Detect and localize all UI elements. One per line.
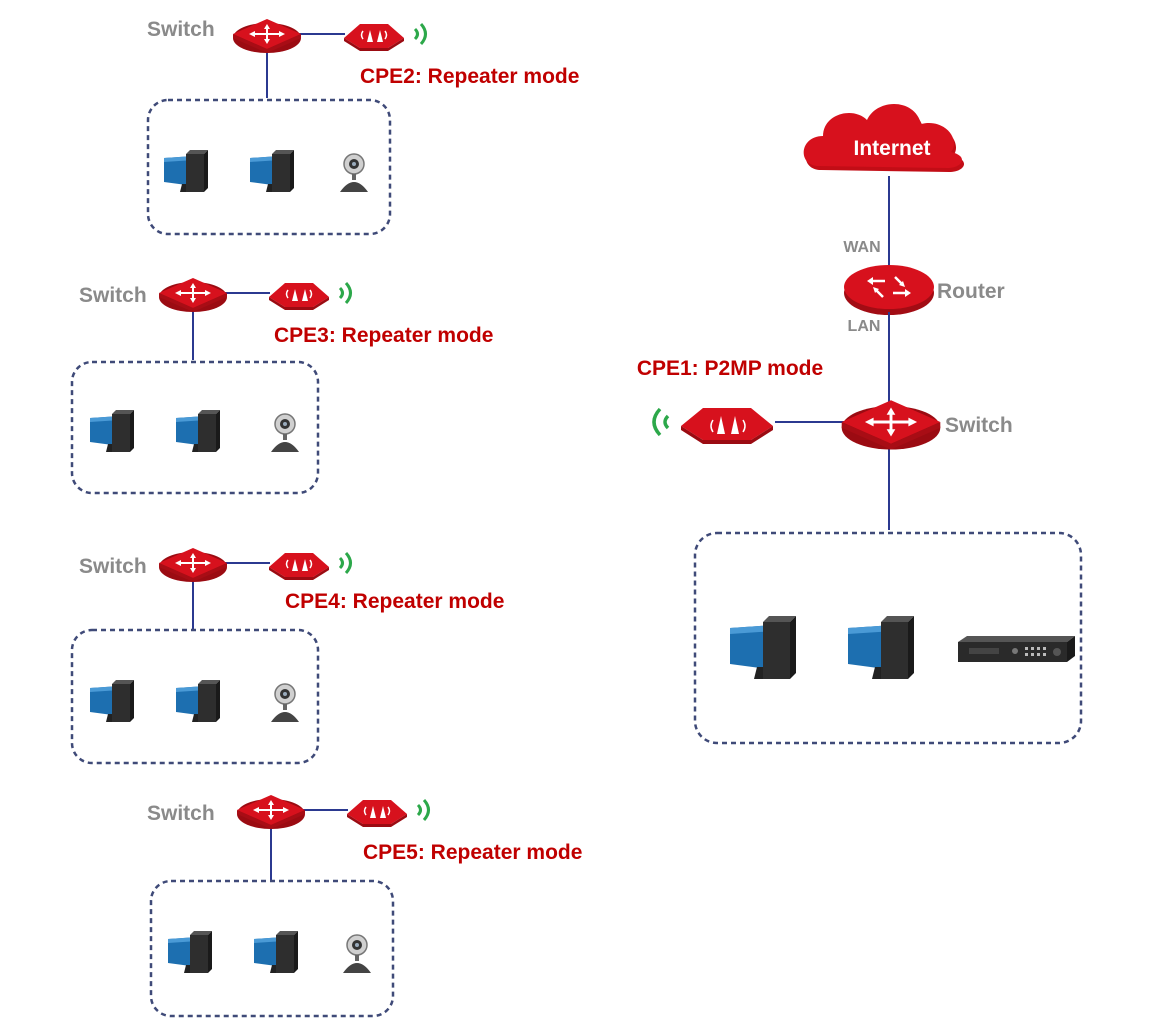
device-group xyxy=(70,360,320,495)
device-group xyxy=(146,98,392,236)
internet-label: Internet xyxy=(853,137,930,160)
cpe-icon xyxy=(268,282,330,311)
switch-icon xyxy=(158,547,228,583)
cpe-label: CPE4: Repeater mode xyxy=(285,590,504,613)
pc-icon xyxy=(90,410,134,452)
cpe-label: CPE2: Repeater mode xyxy=(360,65,579,88)
branch-switch-label: Switch xyxy=(79,284,147,307)
cpe-label: CPE3: Repeater mode xyxy=(274,324,493,347)
pc-icon xyxy=(254,931,298,973)
cpe1-label: CPE1: P2MP mode xyxy=(637,357,823,380)
wifi-signal-icon xyxy=(338,281,352,305)
router-label: Router xyxy=(937,280,1005,303)
branch-switch-label: Switch xyxy=(147,802,215,825)
switch-icon xyxy=(158,277,228,313)
lan-device-group xyxy=(693,531,1083,745)
wifi-signal-icon xyxy=(413,22,427,46)
pc-icon xyxy=(90,680,134,722)
pc-icon xyxy=(250,150,294,192)
device-group xyxy=(149,879,395,1018)
cpe-icon xyxy=(268,552,330,581)
pc-icon xyxy=(176,410,220,452)
cloud-icon xyxy=(803,103,965,172)
pc-icon xyxy=(176,680,220,722)
pc-icon xyxy=(164,150,208,192)
webcam-icon xyxy=(342,934,372,974)
lan-label: LAN xyxy=(848,318,881,335)
branch-cpe3: Switch CPE3: Repeater mode xyxy=(70,277,493,495)
pc-icon xyxy=(730,616,796,679)
cpe-label: CPE5: Repeater mode xyxy=(363,841,582,864)
webcam-icon xyxy=(339,153,369,193)
branch-cpe2: Switch CPE2: Repeater mode xyxy=(146,18,579,236)
pc-icon xyxy=(168,931,212,973)
wan-label: WAN xyxy=(843,239,880,256)
branch-switch-label: Switch xyxy=(147,18,215,41)
switch-icon xyxy=(840,398,942,451)
cpe-icon xyxy=(346,799,408,828)
wifi-signal-icon xyxy=(416,798,430,822)
cpe-icon xyxy=(681,408,773,444)
device-group xyxy=(70,628,320,765)
nvr-icon xyxy=(958,636,1075,662)
pc-icon xyxy=(848,616,914,679)
cpe-icon xyxy=(343,23,405,52)
switch-icon xyxy=(232,18,302,54)
branch-cpe5: Switch CPE5: Repeater mode xyxy=(147,794,582,1018)
wifi-signal-icon xyxy=(652,407,670,437)
wifi-signal-icon xyxy=(338,551,352,575)
main-switch-label: Switch xyxy=(945,414,1013,437)
router-icon xyxy=(842,263,936,317)
webcam-icon xyxy=(270,413,300,453)
branch-cpe4: Switch CPE4: Repeater mode xyxy=(70,547,504,765)
webcam-icon xyxy=(270,683,300,723)
switch-icon xyxy=(236,794,306,830)
branch-switch-label: Switch xyxy=(79,555,147,578)
